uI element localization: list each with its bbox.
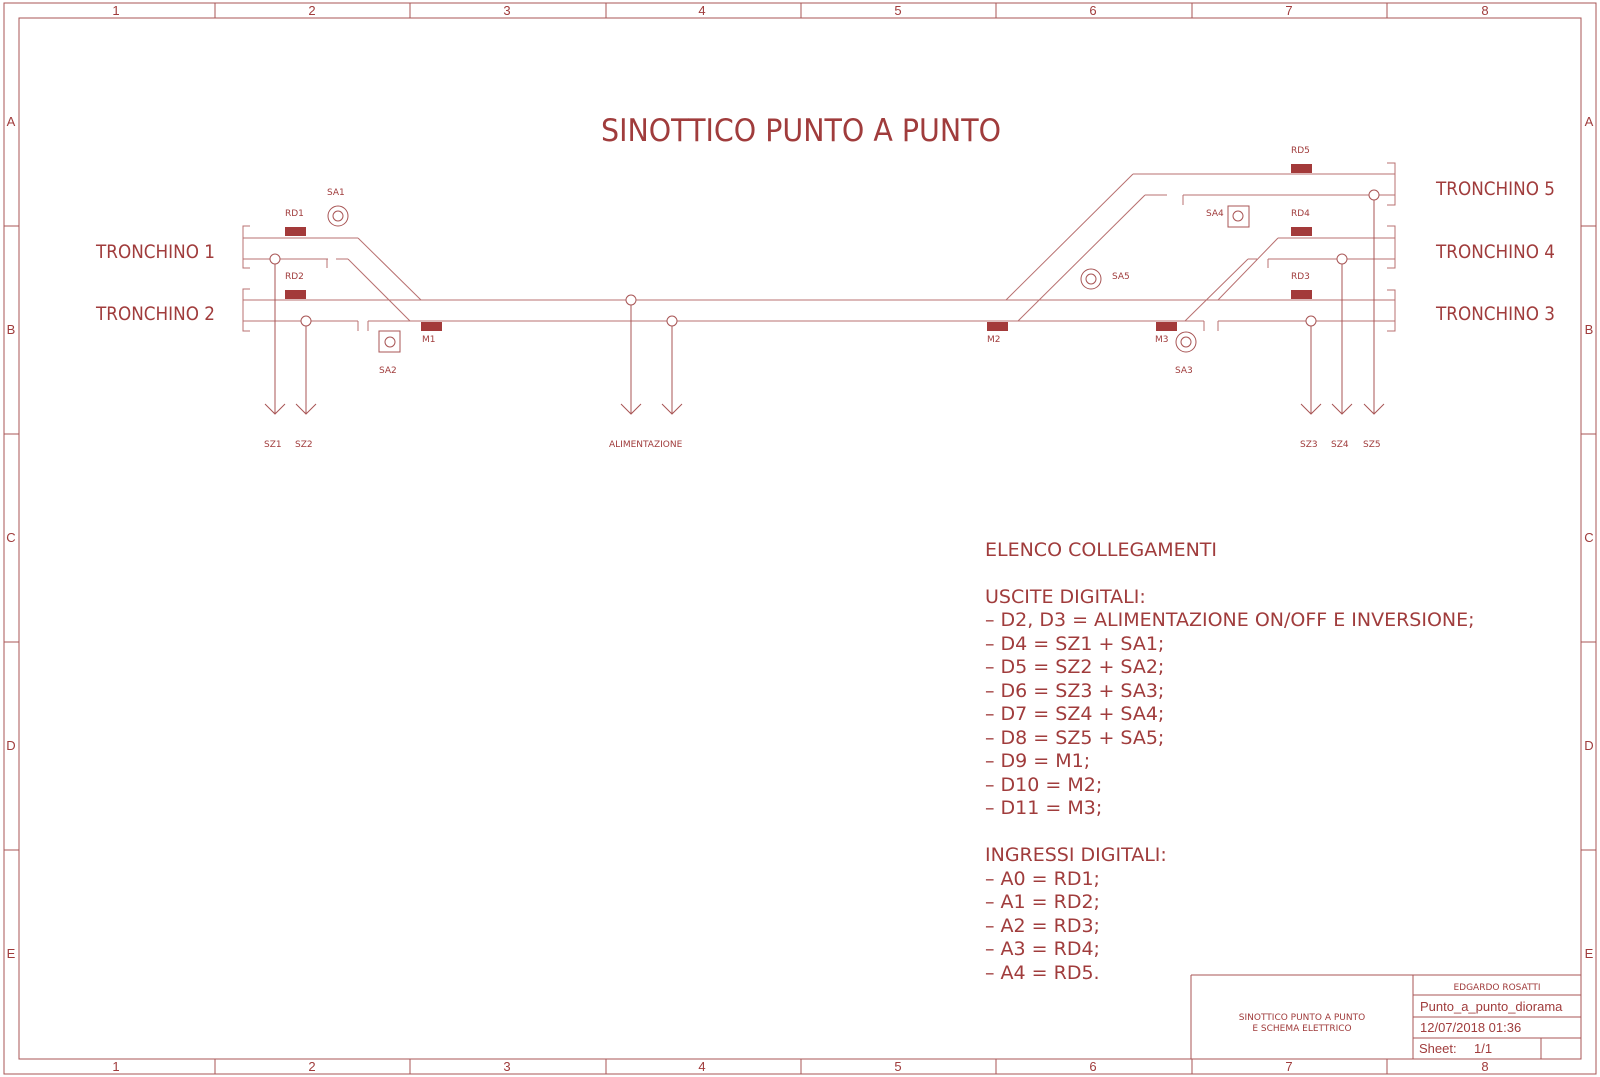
drawing-frame: 1 2 3 4 5 6 7 8 1 2 3 4 5 6 7 8 A B C D …	[3, 2, 1597, 1075]
track-label-tronchino-2: TRONCHINO 2	[95, 303, 215, 325]
track-label-tronchino-1: TRONCHINO 1	[95, 241, 215, 263]
row-label-left: B	[7, 322, 16, 337]
column-label-top: 3	[503, 3, 510, 18]
column-label-top: 5	[894, 3, 901, 18]
column-label-top: 1	[112, 3, 119, 18]
column-label-top: 6	[1089, 3, 1096, 18]
digital-output-item: – D8 = SZ5 + SA5;	[985, 727, 1164, 749]
column-label-bottom: 3	[503, 1059, 510, 1074]
sa3-signal-icon	[1175, 331, 1197, 353]
column-label-top: 4	[698, 3, 705, 18]
column-label-top: 2	[308, 3, 315, 18]
m3-motor	[1156, 322, 1177, 331]
track-layout	[242, 162, 1396, 332]
m3-label: M3	[1155, 335, 1169, 345]
digital-input-item: – A3 = RD4;	[985, 938, 1100, 960]
column-label-bottom: 4	[698, 1059, 705, 1074]
sa1-signal-icon	[327, 205, 349, 227]
column-label-bottom: 1	[112, 1059, 119, 1074]
rd3-sensor	[1291, 290, 1312, 299]
rd4-sensor	[1291, 227, 1312, 236]
m1-label: M1	[422, 335, 436, 345]
rd5-sensor	[1291, 164, 1312, 173]
digital-output-item: – D4 = SZ1 + SA1;	[985, 633, 1164, 655]
sz2-label: SZ2	[295, 440, 313, 450]
digital-input-item: – A1 = RD2;	[985, 891, 1100, 913]
digital-input-item: – A0 = RD1;	[985, 868, 1100, 890]
sa2-label: SA2	[379, 366, 397, 376]
column-label-bottom: 5	[894, 1059, 901, 1074]
digital-output-item: – D6 = SZ3 + SA3;	[985, 680, 1164, 702]
sa5-label: SA5	[1112, 272, 1130, 282]
alimentazione-label: ALIMENTAZIONE	[609, 440, 683, 450]
sz3-label: SZ3	[1300, 440, 1318, 450]
sa1-label: SA1	[327, 188, 345, 198]
row-label-left: C	[6, 530, 15, 545]
connection-list: ELENCO COLLEGAMENTI USCITE DIGITALI: – D…	[985, 539, 1475, 984]
diagram-title: SINOTTICO PUNTO A PUNTO	[601, 113, 1001, 149]
row-label-right: C	[1584, 530, 1593, 545]
author-label: EDGARDO ROSATTI	[1453, 983, 1540, 993]
digital-output-item: – D5 = SZ2 + SA2;	[985, 656, 1164, 678]
column-label-bottom: 8	[1481, 1059, 1488, 1074]
title-block: EDGARDO ROSATTI SINOTTICO PUNTO A PUNTO …	[1190, 974, 1581, 1059]
rd3-label: RD3	[1291, 272, 1310, 282]
column-label-top: 7	[1285, 3, 1292, 18]
row-label-left: A	[7, 114, 16, 129]
sa3-label: SA3	[1175, 366, 1193, 376]
column-label-bottom: 6	[1089, 1059, 1096, 1074]
date-stamp: 12/07/2018 01:36	[1420, 1020, 1521, 1035]
digital-input-item: – A2 = RD3;	[985, 915, 1100, 937]
digital-output-item: – D7 = SZ4 + SA4;	[985, 703, 1164, 725]
file-name: Punto_a_punto_diorama	[1420, 999, 1563, 1014]
drawing-description-line2: E SCHEMA ELETTRICO	[1252, 1024, 1351, 1034]
rd2-sensor	[285, 290, 306, 299]
rd1-sensor	[285, 227, 306, 236]
column-label-top: 8	[1481, 3, 1488, 18]
sheet-label: Sheet:	[1419, 1041, 1457, 1056]
sa4-signal-icon	[1227, 205, 1250, 228]
sheet-number: 1/1	[1474, 1041, 1492, 1056]
track-label-tronchino-3: TRONCHINO 3	[1435, 303, 1555, 325]
digital-output-item: – D11 = M3;	[985, 797, 1102, 819]
row-label-right: B	[1585, 322, 1594, 337]
row-label-right: E	[1585, 946, 1594, 961]
track-label-tronchino-4: TRONCHINO 4	[1435, 241, 1555, 263]
digital-input-item: – A4 = RD5.	[985, 962, 1100, 984]
sz4-label: SZ4	[1331, 440, 1349, 450]
sa5-signal-icon	[1080, 268, 1102, 290]
row-label-left: D	[6, 738, 15, 753]
m2-motor	[987, 322, 1008, 331]
digital-outputs-heading: USCITE DIGITALI:	[985, 586, 1146, 608]
m2-label: M2	[987, 335, 1001, 345]
row-label-right: D	[1584, 738, 1593, 753]
sz1-label: SZ1	[264, 440, 282, 450]
digital-output-item: – D2, D3 = ALIMENTAZIONE ON/OFF E INVERS…	[985, 609, 1475, 631]
digital-inputs-heading: INGRESSI DIGITALI:	[985, 844, 1167, 866]
row-label-right: A	[1585, 114, 1594, 129]
sz5-label: SZ5	[1363, 440, 1381, 450]
sa4-label: SA4	[1206, 209, 1224, 219]
connections-heading: ELENCO COLLEGAMENTI	[985, 539, 1217, 561]
rd2-label: RD2	[285, 272, 304, 282]
row-label-left: E	[7, 946, 16, 961]
rd4-label: RD4	[1291, 209, 1310, 219]
rd5-label: RD5	[1291, 146, 1310, 156]
rd1-label: RD1	[285, 209, 304, 219]
digital-output-item: – D10 = M2;	[985, 774, 1102, 796]
drawing-description-line1: SINOTTICO PUNTO A PUNTO	[1239, 1013, 1365, 1023]
sa2-signal-icon	[378, 330, 401, 353]
column-label-bottom: 7	[1285, 1059, 1292, 1074]
m1-motor	[421, 322, 442, 331]
digital-output-item: – D9 = M1;	[985, 750, 1090, 772]
column-label-bottom: 2	[308, 1059, 315, 1074]
track-label-tronchino-5: TRONCHINO 5	[1435, 178, 1555, 200]
